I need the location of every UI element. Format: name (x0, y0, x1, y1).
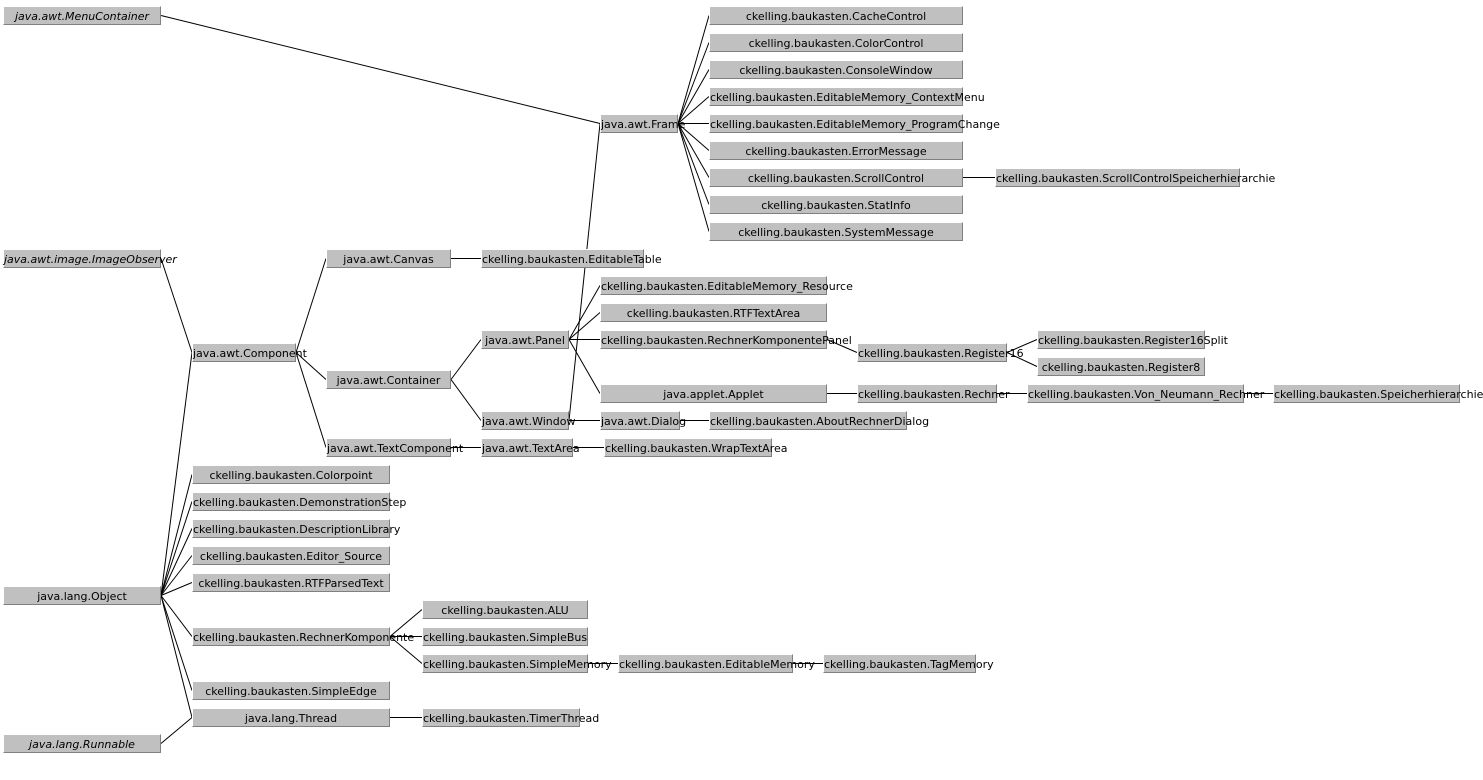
edge-runnable-to-thread (160, 717, 193, 744)
class-node-window[interactable]: java.awt.Window (481, 411, 575, 430)
class-node-simple-memory[interactable]: ckelling.baukasten.SimpleMemory (422, 654, 612, 673)
class-node-editable-table[interactable]: ckelling.baukasten.EditableTable (481, 249, 662, 268)
edge-component-to-canvas (295, 258, 327, 353)
class-node-color-control[interactable]: ckelling.baukasten.ColorControl (709, 33, 963, 52)
class-node-frame[interactable]: java.awt.Frame (600, 114, 685, 133)
class-node-dialog[interactable]: java.awt.Dialog (600, 411, 686, 430)
class-node-simple-bus[interactable]: ckelling.baukasten.SimpleBus (422, 627, 588, 646)
edge-object-to-rechner-komponente (160, 595, 193, 637)
class-node-colorpoint[interactable]: ckelling.baukasten.Colorpoint (192, 465, 390, 484)
class-node-menu-container[interactable]: java.awt.MenuContainer (3, 6, 161, 25)
edge-object-to-description-library (160, 528, 193, 596)
edge-object-to-thread (160, 595, 193, 718)
class-node-error-message[interactable]: ckelling.baukasten.ErrorMessage (709, 141, 963, 160)
class-node-console-window[interactable]: ckelling.baukasten.ConsoleWindow (709, 60, 963, 79)
edge-frame-to-color-control (677, 42, 710, 124)
edge-register16-to-register8 (1006, 352, 1038, 367)
class-node-rkpanel[interactable]: ckelling.baukasten.RechnerKomponentePane… (600, 330, 852, 349)
class-node-system-message[interactable]: ckelling.baukasten.SystemMessage (709, 222, 963, 241)
edge-rechner-komponente-to-alu (389, 609, 423, 637)
class-node-cache-control[interactable]: ckelling.baukasten.CacheControl (709, 6, 963, 25)
class-node-von-neumann[interactable]: ckelling.baukasten.Von_Neumann_Rechner (1027, 384, 1264, 403)
class-node-container[interactable]: java.awt.Container (326, 370, 451, 389)
edge-panel-to-rtftext-area (568, 312, 601, 340)
class-node-speicherhierarchie[interactable]: ckelling.baukasten.Speicherhierarchie (1273, 384, 1483, 403)
edge-frame-to-scroll-control (677, 123, 710, 178)
class-node-scroll-control[interactable]: ckelling.baukasten.ScrollControl (709, 168, 963, 187)
class-node-register16-split[interactable]: ckelling.baukasten.Register16Split (1037, 330, 1228, 349)
class-node-thread[interactable]: java.lang.Thread (192, 708, 390, 727)
edge-menu-container-to-frame (160, 15, 601, 124)
class-node-em-resource[interactable]: ckelling.baukasten.EditableMemory_Resour… (600, 276, 853, 295)
edge-panel-to-applet (568, 339, 601, 394)
class-node-component[interactable]: java.awt.Component (192, 343, 307, 362)
edge-image-observer-to-component (160, 258, 193, 353)
edge-rkpanel-to-register16 (826, 339, 858, 353)
edge-container-to-panel (450, 339, 482, 380)
edge-window-to-frame (568, 123, 601, 421)
edge-object-to-demonstration-step (160, 501, 193, 596)
edge-register16-to-register16-split (1006, 339, 1038, 353)
edge-frame-to-cache-control (677, 15, 710, 124)
edge-object-to-editor-source (160, 555, 193, 596)
edge-frame-to-system-message (677, 123, 710, 232)
class-node-demonstration-step[interactable]: ckelling.baukasten.DemonstrationStep (192, 492, 406, 511)
class-node-timer-thread[interactable]: ckelling.baukasten.TimerThread (422, 708, 599, 727)
class-node-description-library[interactable]: ckelling.baukasten.DescriptionLibrary (192, 519, 400, 538)
edge-component-to-container (295, 352, 327, 380)
class-node-wrap-text-area[interactable]: ckelling.baukasten.WrapTextArea (604, 438, 788, 457)
edge-frame-to-em-context-menu (677, 96, 710, 124)
class-node-applet[interactable]: java.applet.Applet (600, 384, 827, 403)
class-node-text-area[interactable]: java.awt.TextArea (481, 438, 580, 457)
class-node-about-rechner-dialog[interactable]: ckelling.baukasten.AboutRechnerDialog (709, 411, 929, 430)
class-node-rtftext-area[interactable]: ckelling.baukasten.RTFTextArea (600, 303, 827, 322)
class-node-em-program-change[interactable]: ckelling.baukasten.EditableMemory_Progra… (709, 114, 1000, 133)
inheritance-edges (160, 15, 1273, 744)
class-node-alu[interactable]: ckelling.baukasten.ALU (422, 600, 588, 619)
class-node-image-observer[interactable]: java.awt.image.ImageObserver (3, 249, 177, 268)
edge-frame-to-error-message (677, 123, 710, 151)
class-node-register16[interactable]: ckelling.baukasten.Register16 (857, 343, 1024, 362)
class-node-rechner-komponente[interactable]: ckelling.baukasten.RechnerKomponente (192, 627, 414, 646)
edge-object-to-simple-edge (160, 595, 193, 691)
edge-frame-to-stat-info (677, 123, 710, 205)
edge-container-to-window (450, 379, 482, 421)
class-node-rechner[interactable]: ckelling.baukasten.Rechner (857, 384, 1010, 403)
class-node-panel[interactable]: java.awt.Panel (481, 330, 569, 349)
edge-panel-to-em-resource (568, 285, 601, 340)
edge-frame-to-console-window (677, 69, 710, 124)
class-node-runnable[interactable]: java.lang.Runnable (3, 734, 161, 753)
edge-object-to-rtfparsed-text (160, 582, 193, 596)
edge-object-to-colorpoint (160, 474, 193, 596)
class-node-scspeicher[interactable]: ckelling.baukasten.ScrollControlSpeicher… (995, 168, 1275, 187)
class-node-canvas[interactable]: java.awt.Canvas (326, 249, 451, 268)
class-node-simple-edge[interactable]: ckelling.baukasten.SimpleEdge (192, 681, 390, 700)
edge-rechner-komponente-to-simple-memory (389, 636, 423, 664)
class-node-stat-info[interactable]: ckelling.baukasten.StatInfo (709, 195, 963, 214)
class-node-text-component[interactable]: java.awt.TextComponent (326, 438, 463, 457)
class-node-register8[interactable]: ckelling.baukasten.Register8 (1037, 357, 1205, 376)
edge-component-to-text-component (295, 352, 327, 448)
class-node-object[interactable]: java.lang.Object (3, 586, 161, 605)
class-node-tag-memory[interactable]: ckelling.baukasten.TagMemory (823, 654, 994, 673)
class-node-editable-memory[interactable]: ckelling.baukasten.EditableMemory (618, 654, 815, 673)
class-node-rtfparsed-text[interactable]: ckelling.baukasten.RTFParsedText (192, 573, 390, 592)
edge-object-to-component (160, 352, 193, 596)
class-node-em-context-menu[interactable]: ckelling.baukasten.EditableMemory_Contex… (709, 87, 985, 106)
class-node-editor-source[interactable]: ckelling.baukasten.Editor_Source (192, 546, 390, 565)
